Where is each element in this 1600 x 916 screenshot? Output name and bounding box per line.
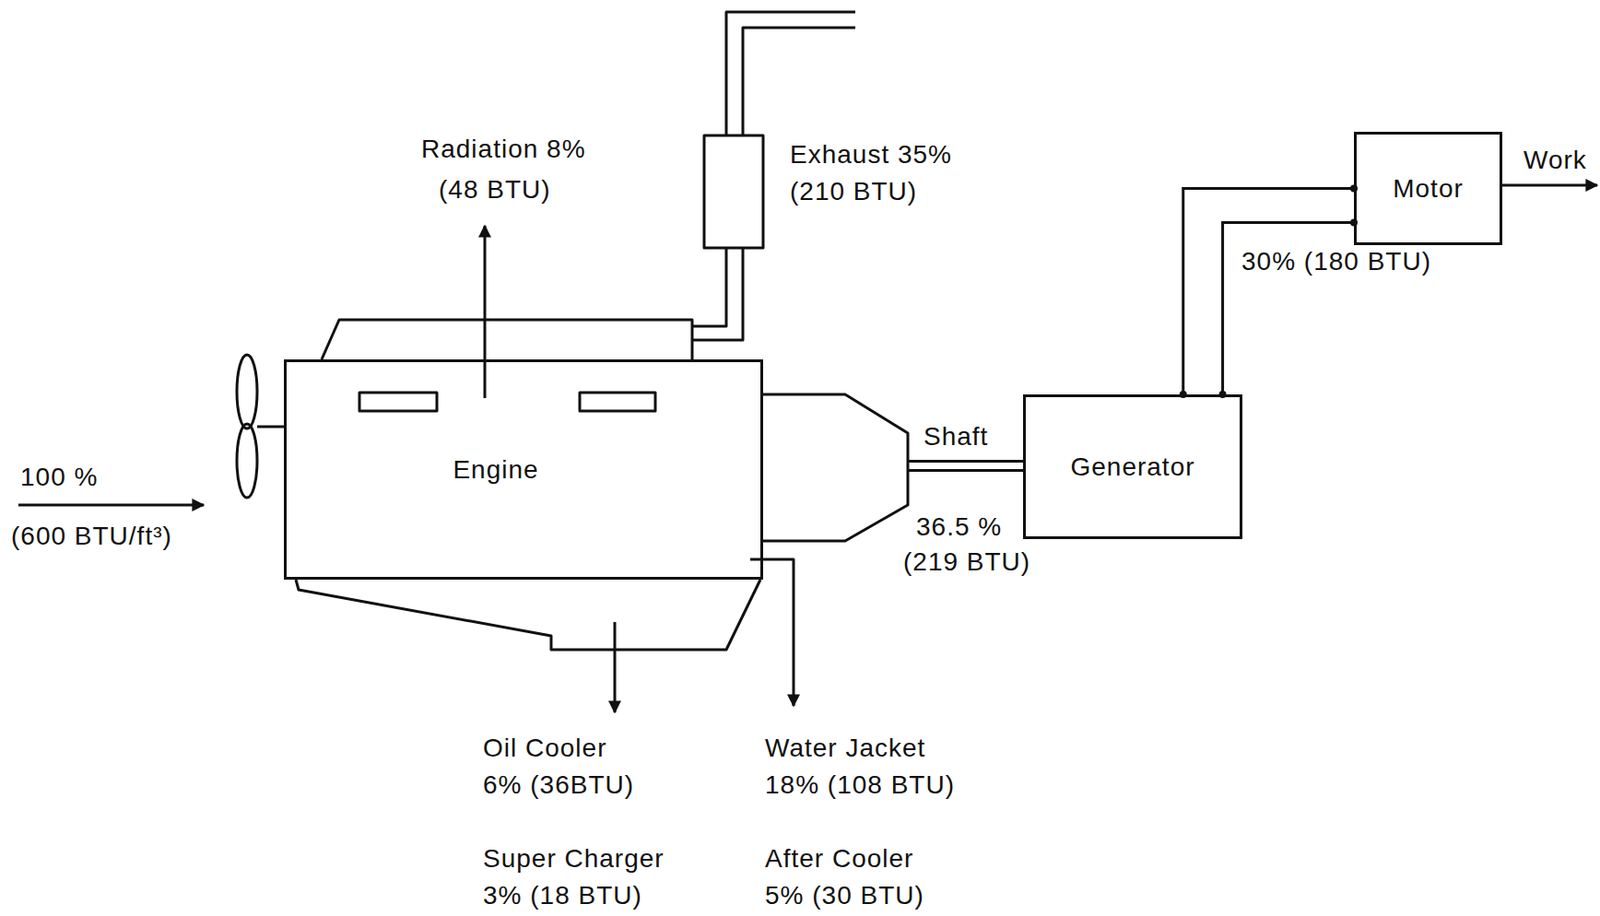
energy-label: (600 BTU/ft³) <box>9 521 175 552</box>
motor-box: Motor <box>1353 131 1503 246</box>
exhaust-pipe <box>726 11 856 136</box>
energy-label: Work <box>1521 145 1589 176</box>
energy-label: 100 % <box>18 462 100 493</box>
engine-cover <box>321 319 693 360</box>
energy-label: Oil Cooler <box>481 733 609 764</box>
oil-pan <box>295 579 761 650</box>
exhaust-pipe <box>692 247 743 341</box>
energy-label: Super Charger <box>481 844 667 874</box>
energy-label: 18% (108 BTU) <box>763 770 957 800</box>
fan-hub <box>257 425 284 429</box>
node-label: Motor <box>1392 174 1464 204</box>
energy-label: (210 BTU) <box>788 176 919 207</box>
energy-label: After Cooler <box>763 844 916 874</box>
energy-label: (48 BTU) <box>436 175 553 205</box>
energy-label: 36.5 % <box>914 512 1004 542</box>
generator-box: Generator <box>1023 394 1243 540</box>
edge-label: 30% (180 BTU) <box>1239 247 1434 277</box>
engine-slot <box>359 392 437 412</box>
energy-label: 5% (30 BTU) <box>763 881 927 911</box>
power-wires <box>1179 185 1358 400</box>
node-label: Generator <box>1070 452 1195 483</box>
input-arrow <box>18 504 204 507</box>
energy-label: 6% (36BTU) <box>481 770 636 800</box>
muffler <box>704 135 764 248</box>
energy-label: Water Jacket <box>763 733 928 764</box>
oil-cooler-arrow <box>613 622 617 713</box>
edge-label: Shaft <box>921 422 990 452</box>
node-label: Engine <box>452 455 539 485</box>
work-arrow <box>1502 184 1598 188</box>
fan-blade <box>236 423 258 498</box>
fan-blade <box>236 354 258 429</box>
water-jacket-arrow <box>750 559 794 706</box>
radiation-arrow <box>483 225 487 399</box>
engine-box: Engine <box>283 359 764 580</box>
bell-housing <box>763 394 908 542</box>
engine-slot <box>579 392 656 412</box>
energy-label: (219 BTU) <box>901 547 1033 577</box>
energy-label: Exhaust 35% <box>788 140 954 170</box>
energy-label: 3% (18 BTU) <box>481 881 645 911</box>
energy-label: Radiation 8% <box>419 134 589 165</box>
